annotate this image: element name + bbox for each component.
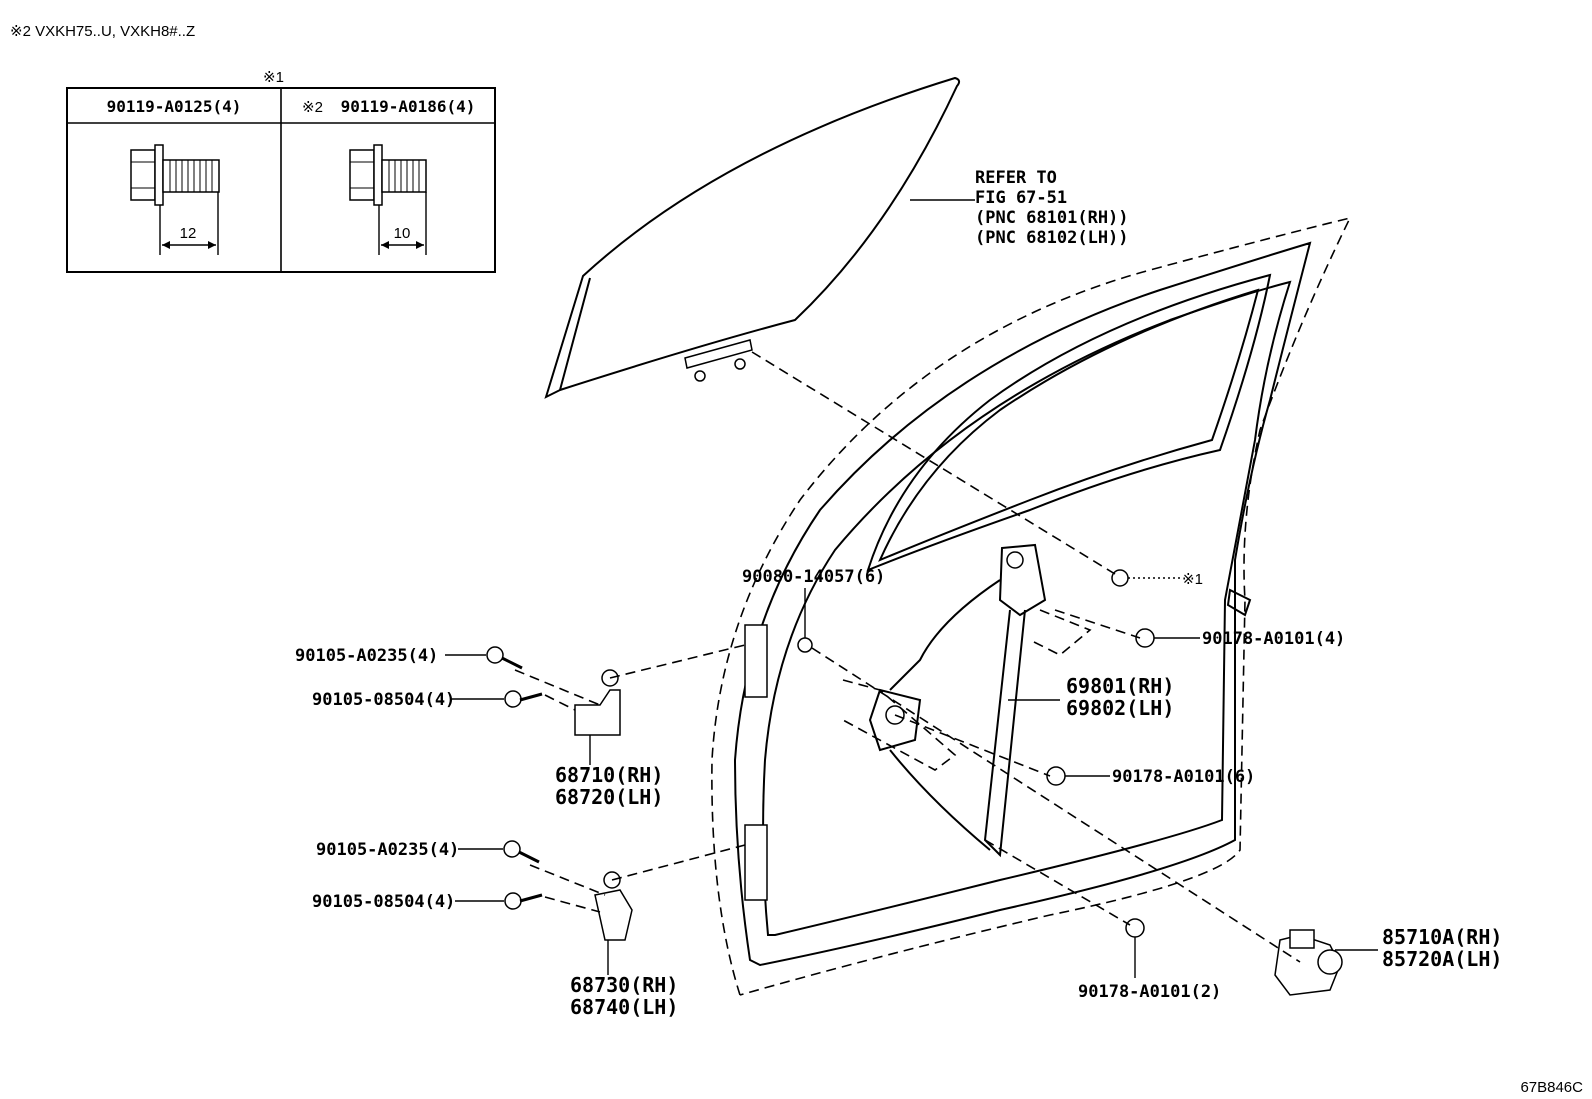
glass-ref-line-4: (PNC 68102(LH)) bbox=[975, 228, 1129, 248]
leader-lines bbox=[445, 577, 1378, 978]
label-upper-hinge-bolt-a: 90105-A0235(4) bbox=[295, 646, 438, 666]
table-note-2: ※2 bbox=[302, 99, 323, 116]
flange-bolt-icon bbox=[130, 144, 220, 206]
table-part-1: 90119-A0125(4) bbox=[107, 97, 242, 116]
bolt-icon bbox=[504, 690, 543, 708]
glass-ref-line-2: FIG 67-51 bbox=[975, 188, 1067, 208]
label-nut-upper: 90178-A0101(4) bbox=[1202, 629, 1345, 649]
upper-hinge bbox=[574, 624, 768, 736]
label-lower-hinge-lh: 68740(LH) bbox=[570, 995, 678, 1019]
bolt-icon bbox=[504, 892, 543, 910]
label-motor-lh: 85720A(LH) bbox=[1382, 947, 1502, 971]
glass-ref-line-3: (PNC 68101(RH)) bbox=[975, 208, 1129, 228]
flange-bolt-icon bbox=[349, 144, 427, 206]
label-nut-middle: 90178-A0101(6) bbox=[1112, 767, 1255, 787]
nut-icon bbox=[1125, 918, 1145, 938]
label-lower-hinge-bolt-a: 90105-A0235(4) bbox=[316, 840, 459, 860]
bolt-icon bbox=[797, 637, 813, 653]
label-regulator-rh: 69801(RH) bbox=[1066, 674, 1174, 698]
bolt-icon bbox=[486, 646, 523, 670]
table-part-2: 90119-A0186(4) bbox=[341, 97, 476, 116]
header-note: ※2 VXKH75..U, VXKH8#..Z bbox=[10, 23, 195, 40]
door-glass bbox=[544, 76, 961, 399]
label-upper-hinge-bolt-b: 90105-08504(4) bbox=[312, 690, 455, 710]
table-length-1: 12 bbox=[180, 225, 197, 242]
label-lower-hinge-bolt-b: 90105-08504(4) bbox=[312, 892, 455, 912]
lower-hinge bbox=[594, 824, 768, 941]
figure-code: 67B846C bbox=[1520, 1079, 1583, 1096]
label-regulator-lh: 69802(LH) bbox=[1066, 696, 1174, 720]
label-upper-hinge-rh: 68710(RH) bbox=[555, 763, 663, 787]
label-90080-14057: 90080-14057(6) bbox=[742, 567, 885, 587]
table-length-2: 10 bbox=[394, 225, 411, 242]
label-lower-hinge-rh: 68730(RH) bbox=[570, 973, 678, 997]
label-motor-rh: 85710A(RH) bbox=[1382, 925, 1502, 949]
table-marker: ※1 bbox=[263, 69, 284, 86]
bolt-table: ※1 90119-A0125(4) ※2 90119-A0186(4) 12 bbox=[66, 69, 496, 273]
door-panel bbox=[711, 216, 1352, 996]
door-lock-motor bbox=[1274, 929, 1343, 996]
label-ref-marker-1: ※1 bbox=[1182, 571, 1203, 588]
label-nut-lower: 90178-A0101(2) bbox=[1078, 982, 1221, 1002]
bolt-icon bbox=[503, 840, 540, 864]
window-regulator bbox=[842, 543, 1092, 858]
label-upper-hinge-lh: 68720(LH) bbox=[555, 785, 663, 809]
bolt-icon bbox=[1111, 569, 1129, 587]
assembly-lines bbox=[514, 351, 1301, 963]
glass-ref-line-1: REFER TO bbox=[975, 168, 1057, 188]
